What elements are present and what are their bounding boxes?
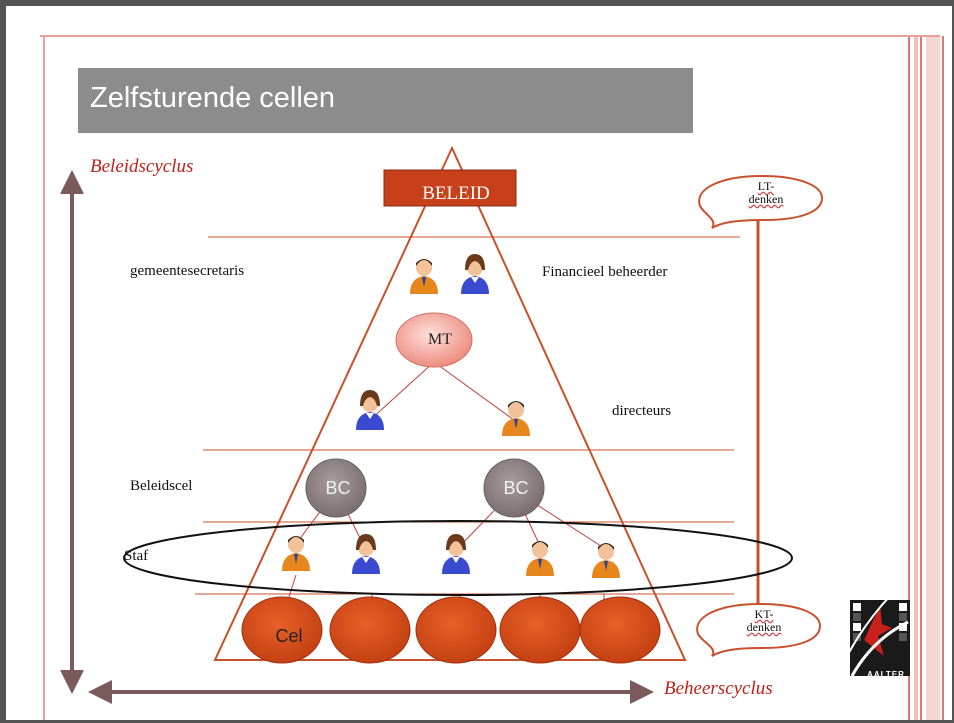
person-icon bbox=[526, 541, 554, 576]
kt-callout-shape bbox=[696, 602, 822, 657]
gemeentesecretaris-label: gemeentesecretaris bbox=[130, 263, 245, 279]
cel-node bbox=[579, 596, 661, 664]
aalter-logo bbox=[839, 595, 910, 677]
title-bar bbox=[78, 68, 693, 133]
person-icon bbox=[442, 534, 470, 574]
cel-label: Cel bbox=[275, 626, 303, 646]
person-icon bbox=[356, 390, 384, 430]
person-icon bbox=[461, 254, 489, 294]
person-icon bbox=[352, 534, 380, 574]
diagram-canvas bbox=[40, 35, 944, 720]
cel-node bbox=[329, 596, 411, 664]
beleidscel-label: Beleidscel bbox=[130, 478, 193, 494]
beheerscyclus-label: Beheerscyclus bbox=[664, 678, 773, 699]
person-icon bbox=[502, 401, 530, 436]
lt-callout-shape bbox=[698, 174, 824, 229]
beleid-label: BELEID bbox=[422, 183, 490, 204]
financieel-beheerder-label: Financieel beheerder bbox=[542, 264, 668, 280]
staf-label: Staf bbox=[124, 548, 149, 564]
frame-border bbox=[40, 35, 940, 720]
kt-callout-line1: KT- bbox=[754, 607, 774, 621]
slide: Zelfsturende cellen Beleidscyclus Beheer… bbox=[6, 6, 952, 720]
lt-callout-line2: denken bbox=[748, 192, 784, 206]
person-icon bbox=[410, 259, 438, 294]
bc-label-right: BC bbox=[503, 478, 529, 498]
lt-callout: LT- denken bbox=[736, 180, 796, 206]
kt-callout: KT- denken bbox=[734, 608, 794, 634]
beleid-box bbox=[383, 169, 517, 207]
beleidscyclus-label: Beleidscyclus bbox=[90, 156, 194, 177]
mt-node bbox=[395, 312, 473, 368]
slide-title: Zelfsturende cellen bbox=[90, 82, 336, 114]
cel-node bbox=[241, 596, 323, 664]
bc-node-right bbox=[483, 458, 545, 518]
cel-nodes bbox=[241, 596, 661, 664]
cel-node bbox=[415, 596, 497, 664]
staf-ellipse bbox=[123, 520, 793, 596]
bc-label-left: BC bbox=[325, 478, 351, 498]
directeurs-label: directeurs bbox=[612, 403, 672, 419]
right-border-decoration bbox=[908, 36, 944, 720]
cel-node bbox=[499, 596, 581, 664]
mt-label: MT bbox=[428, 331, 452, 348]
kt-callout-line2: denken bbox=[746, 620, 782, 634]
person-icon bbox=[282, 536, 310, 571]
lt-callout-line1: LT- bbox=[757, 179, 775, 193]
person-icon bbox=[592, 543, 620, 578]
bc-node-left bbox=[305, 458, 367, 518]
person-icons bbox=[282, 254, 620, 578]
logo-text: AALTER bbox=[867, 670, 905, 679]
